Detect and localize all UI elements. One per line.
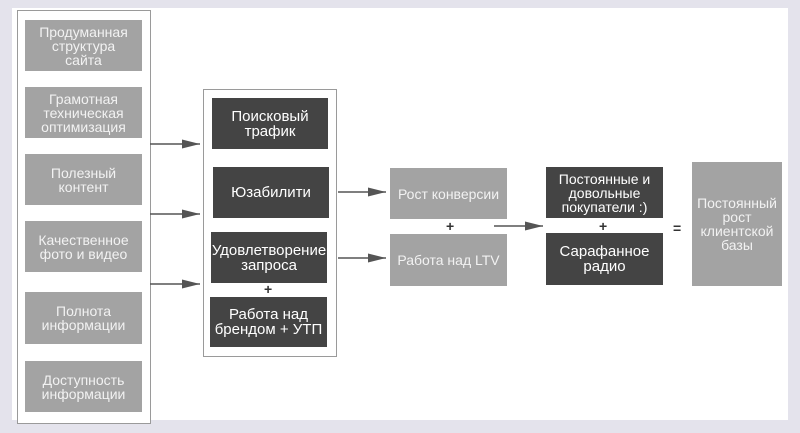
brand-work-box: Работа над брендом + УТП: [210, 297, 327, 347]
plus-sign: +: [599, 218, 608, 234]
factor-info-completeness: Полнота информации: [25, 292, 142, 344]
factor-useful-content: Полезный контент: [25, 154, 142, 205]
search-traffic-box: Поисковый трафик: [212, 98, 328, 149]
factor-info-accessibility: Доступность информации: [25, 361, 142, 412]
query-satisfaction-box: Удовлетворение запроса: [211, 232, 327, 283]
client-base-growth-box: Постоянный рост клиентской базы: [692, 162, 782, 286]
usability-box: Юзабилити: [213, 167, 329, 218]
factor-photo-video: Качественное фото и видео: [25, 221, 142, 272]
word-of-mouth-box: Сарафанное радио: [546, 233, 663, 285]
ltv-work-box: Работа над LTV: [390, 234, 507, 286]
plus-sign: +: [264, 281, 273, 297]
factors-group: [17, 10, 151, 424]
loyal-customers-box: Постоянные и довольные покупатели :): [546, 167, 663, 218]
factor-technical-optimization: Грамотная техническая оптимизация: [25, 87, 142, 138]
conversion-growth-box: Рост конверсии: [390, 168, 507, 219]
equals-sign: =: [673, 220, 682, 236]
plus-sign: +: [446, 218, 455, 234]
factor-site-structure: Продуманная структура сайта: [25, 20, 142, 71]
